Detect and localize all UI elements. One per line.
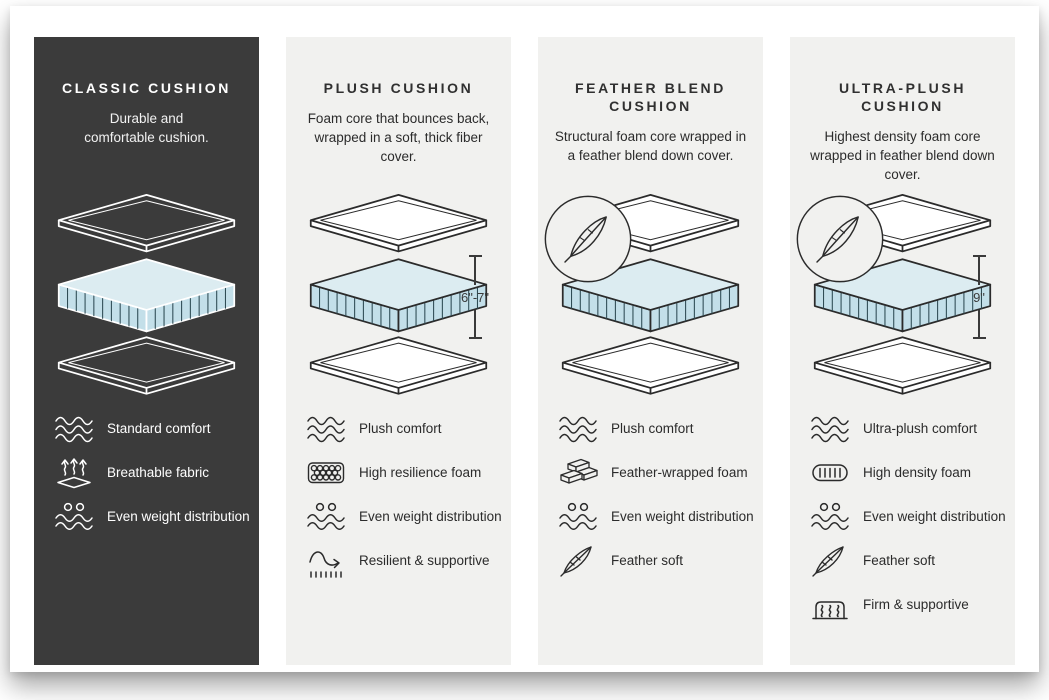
feature-label: Plush comfort bbox=[359, 421, 442, 437]
cushion-illustration: 9" bbox=[790, 165, 1015, 405]
feature-item: Even weight distribution bbox=[558, 499, 755, 535]
feature-item: Feather soft bbox=[810, 543, 1007, 579]
feather-icon bbox=[558, 544, 598, 578]
column-description: Structural foam core wrapped in a feathe… bbox=[554, 129, 747, 164]
feature-label: Ultra-plush comfort bbox=[863, 421, 978, 437]
feature-label: Plush comfort bbox=[611, 421, 694, 437]
foam-cells-icon bbox=[306, 456, 346, 490]
cushion-layers-icon bbox=[49, 191, 244, 398]
height-indicator: 9" bbox=[957, 255, 1001, 339]
columns-row: CLASSIC CUSHION Durable and comfortable … bbox=[10, 6, 1039, 672]
feature-item: Firm & supportive bbox=[810, 587, 1007, 623]
height-label: 6"-7" bbox=[460, 289, 490, 305]
dimension-line bbox=[474, 309, 476, 337]
feature-item: High density foam bbox=[810, 455, 1007, 491]
feature-label: Firm & supportive bbox=[863, 597, 969, 613]
feature-item: Feather soft bbox=[558, 543, 755, 579]
feature-label: Even weight distribution bbox=[611, 509, 754, 525]
feature-label: Resilient & supportive bbox=[359, 553, 490, 569]
feature-label: Standard comfort bbox=[107, 421, 211, 437]
column-header: CLASSIC CUSHION Durable and comfortable … bbox=[34, 37, 259, 165]
feature-item: High resilience foam bbox=[306, 455, 503, 491]
cushion-illustration: 6"-7" bbox=[286, 165, 511, 405]
even-weight-icon bbox=[54, 500, 94, 534]
column-header: FEATHER BLEND CUSHION Structural foam co… bbox=[538, 37, 763, 165]
cushion-illustration bbox=[538, 165, 763, 405]
cushion-illustration bbox=[34, 165, 259, 405]
dimension-cap bbox=[468, 337, 482, 339]
feature-label: Feather soft bbox=[611, 553, 684, 569]
dimension-cap bbox=[972, 255, 986, 257]
column-feather-blend-cushion: FEATHER BLEND CUSHION Structural foam co… bbox=[538, 37, 763, 665]
feather-wrapped-foam-icon bbox=[558, 456, 598, 490]
feature-label: Feather soft bbox=[863, 553, 936, 569]
column-title: CLASSIC CUSHION bbox=[62, 80, 231, 96]
wave-icon bbox=[54, 412, 94, 446]
feature-item: Even weight distribution bbox=[810, 499, 1007, 535]
feature-list: Ultra-plush comfort High density foam Ev… bbox=[790, 411, 1015, 623]
even-weight-icon bbox=[810, 500, 850, 534]
feature-label: Even weight distribution bbox=[107, 509, 250, 525]
feather-icon bbox=[810, 544, 850, 578]
dimension-cap bbox=[468, 255, 482, 257]
feature-item: Standard comfort bbox=[54, 411, 251, 447]
feature-item: Plush comfort bbox=[558, 411, 755, 447]
feature-list: Standard comfort Breathable fabric Even … bbox=[34, 411, 259, 535]
feature-item: Breathable fabric bbox=[54, 455, 251, 491]
wave-icon bbox=[558, 412, 598, 446]
column-header: ULTRA-PLUSH CUSHION Highest density foam… bbox=[790, 37, 1015, 182]
column-title: PLUSH CUSHION bbox=[323, 80, 474, 96]
feature-item: Feather-wrapped foam bbox=[558, 455, 755, 491]
feature-label: High density foam bbox=[863, 465, 972, 481]
column-classic-cushion: CLASSIC CUSHION Durable and comfortable … bbox=[34, 37, 259, 665]
feature-item: Ultra-plush comfort bbox=[810, 411, 1007, 447]
dimension-line bbox=[978, 257, 980, 285]
resilient-icon bbox=[306, 544, 346, 578]
dimension-cap bbox=[972, 337, 986, 339]
dimension-line bbox=[474, 257, 476, 285]
column-ultra-plush-cushion: ULTRA-PLUSH CUSHION Highest density foam… bbox=[790, 37, 1015, 665]
feather-badge-icon bbox=[794, 193, 886, 285]
column-title: ULTRA-PLUSH CUSHION bbox=[838, 80, 967, 115]
even-weight-icon bbox=[558, 500, 598, 534]
feather-badge-icon bbox=[542, 193, 634, 285]
column-header: PLUSH CUSHION Foam core that bounces bac… bbox=[286, 37, 511, 165]
height-label: 9" bbox=[973, 289, 985, 305]
wave-icon bbox=[810, 412, 850, 446]
feature-item: Resilient & supportive bbox=[306, 543, 503, 579]
even-weight-icon bbox=[306, 500, 346, 534]
infographic-sheet: CLASSIC CUSHION Durable and comfortable … bbox=[10, 6, 1039, 672]
dimension-line bbox=[978, 309, 980, 337]
feature-list: Plush comfort Feather-wrapped foam Even … bbox=[538, 411, 763, 579]
feature-label: Even weight distribution bbox=[359, 509, 502, 525]
feature-label: Breathable fabric bbox=[107, 465, 210, 481]
firm-supportive-icon bbox=[810, 588, 850, 622]
height-indicator: 6"-7" bbox=[453, 255, 497, 339]
high-density-foam-icon bbox=[810, 456, 850, 490]
feature-label: Feather-wrapped foam bbox=[611, 465, 748, 481]
column-title: FEATHER BLEND CUSHION bbox=[575, 80, 726, 115]
feature-label: High resilience foam bbox=[359, 465, 482, 481]
column-description: Foam core that bounces back, wrapped in … bbox=[307, 111, 490, 164]
column-description: Durable and comfortable cushion. bbox=[84, 111, 209, 146]
feature-list: Plush comfort High resilience foam Even … bbox=[286, 411, 511, 579]
feature-item: Even weight distribution bbox=[54, 499, 251, 535]
wave-icon bbox=[306, 412, 346, 446]
feature-item: Plush comfort bbox=[306, 411, 503, 447]
column-plush-cushion: PLUSH CUSHION Foam core that bounces bac… bbox=[286, 37, 511, 665]
feature-label: Even weight distribution bbox=[863, 509, 1006, 525]
breathable-icon bbox=[54, 456, 94, 490]
feature-item: Even weight distribution bbox=[306, 499, 503, 535]
column-description: Highest density foam core wrapped in fea… bbox=[810, 129, 995, 183]
